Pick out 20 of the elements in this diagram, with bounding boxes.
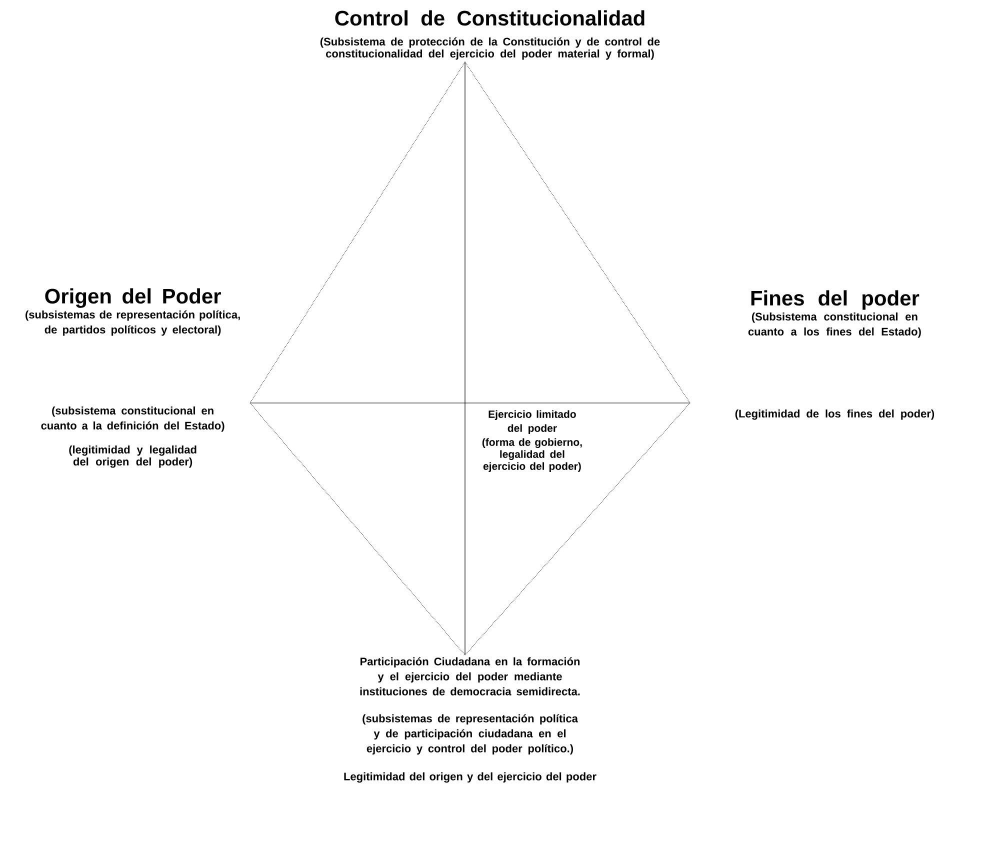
heading: Control de Constitucionalidad: [335, 10, 644, 26]
caption-text: Legitimidad del origen y del ejercicio del poder: [344, 772, 596, 783]
line: [464, 402, 690, 656]
line: [464, 62, 690, 404]
line: [250, 402, 466, 656]
line: [464, 62, 466, 656]
caption-text: (Subsistema de protección de la Constitución y de control de constitucionalidad del ejercicio del poder material y formal): [320, 37, 660, 60]
center-text: (forma de gobierno, legalidad del ejercicio del poder): [482, 438, 582, 472]
caption-text: Participación Ciudadana en la formación y el ejercicio del poder mediante instituciones de democracia semidirecta.: [360, 657, 580, 696]
caption-text: (subsistemas de representación política, de partidos políticos y electoral): [26, 310, 240, 336]
center-text: Ejercicio limitado del poder: [488, 410, 576, 434]
caption-text: (subsistema constitucional en cuanto a la definición del Estado): [41, 406, 224, 432]
caption-text: (Subsistema constitucional en cuanto a los fines del Estado): [748, 312, 921, 338]
line: [250, 402, 690, 404]
heading: Fines del poder: [751, 290, 920, 310]
caption-text: (Legitimidad de los fines del poder): [735, 409, 934, 420]
heading: Origen del Poder: [45, 288, 221, 308]
line: [250, 62, 466, 404]
caption-text: (legitimidad y legalidad del origen del poder): [69, 445, 196, 468]
caption-text: (subsistemas de representación política y de participación ciudadana en el ejercicio y control del poder político.): [362, 714, 578, 755]
